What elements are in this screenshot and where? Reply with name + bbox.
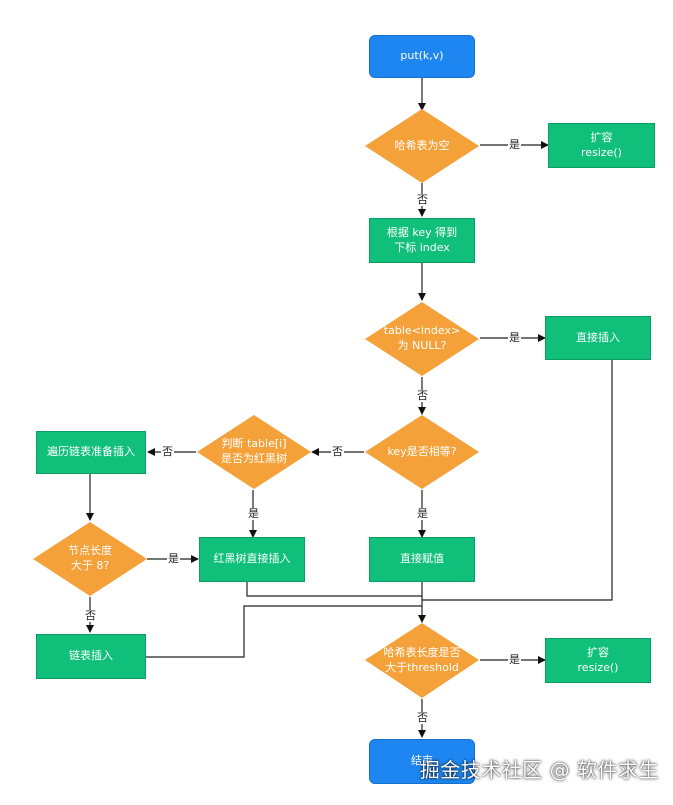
list-insert-node: 链表插入 [36, 634, 146, 679]
node-length-decision: 节点长度 大于 8? [32, 521, 148, 597]
key-same-decision: key是否相等? [364, 414, 480, 490]
start-node: put(k,v) [369, 35, 475, 78]
label-yes-isrbtree: 是 [247, 507, 260, 520]
label-no-keysame: 否 [331, 445, 344, 458]
get-index-node: 根据 key 得到 下标 index [369, 218, 475, 263]
label-yes-directinsert: 是 [508, 331, 521, 344]
edge-rbinsert-to-threshold [246, 582, 422, 597]
label-yes-nodelen: 是 [167, 552, 180, 565]
key-same-label: key是否相等? [387, 444, 457, 458]
rbtree-insert-label: 红黑树直接插入 [213, 552, 291, 566]
resize-node-1: 扩容 resize() [548, 123, 655, 168]
watermark-text: 掘金技术社区 @ 软件求生 [419, 758, 659, 782]
threshold-label: 哈希表长度是否 大于threshold [383, 645, 461, 674]
label-no-isrbtree: 否 [161, 445, 174, 458]
get-index-label: 根据 key 得到 下标 index [386, 225, 458, 254]
resize-1-label: 扩容 resize() [581, 130, 622, 159]
resize-node-2: 扩容 resize() [545, 638, 651, 683]
label-yes-threshold: 是 [508, 653, 521, 666]
edge-listinsert-to-threshold [146, 605, 422, 658]
direct-insert-label: 直接插入 [576, 330, 620, 344]
end-node-label: 结束 [411, 754, 433, 768]
label-no-tablenull: 否 [416, 389, 429, 402]
is-rbtree-decision: 判断 table[i] 是否为红黑树 [196, 414, 312, 490]
is-rbtree-label: 判断 table[i] 是否为红黑树 [221, 437, 287, 465]
table-null-decision: table<index> 为 NULL? [364, 301, 480, 377]
direct-assign-node: 直接赋值 [369, 537, 475, 582]
label-no-hashempty: 否 [416, 193, 429, 206]
node-length-label: 节点长度 大于 8? [68, 544, 112, 572]
direct-insert-node: 直接插入 [545, 316, 651, 360]
traverse-list-node: 遍历链表准备插入 [36, 431, 146, 474]
rbtree-insert-node: 红黑树直接插入 [199, 537, 305, 582]
direct-assign-label: 直接赋值 [400, 552, 444, 566]
label-yes-keysame: 是 [416, 507, 429, 520]
hash-empty-label: 哈希表为空 [394, 138, 450, 152]
label-no-nodelen: 否 [84, 609, 97, 622]
start-node-label: put(k,v) [400, 49, 444, 63]
table-null-label: table<index> 为 NULL? [383, 324, 461, 352]
resize-2-label: 扩容 resize() [577, 645, 619, 674]
list-insert-label: 链表插入 [69, 649, 113, 663]
traverse-list-label: 遍历链表准备插入 [47, 445, 135, 459]
threshold-decision: 哈希表长度是否 大于threshold [364, 622, 480, 699]
edge-directinsert-to-threshold [422, 360, 613, 601]
label-no-threshold: 否 [416, 711, 429, 724]
end-node: 结束 [369, 739, 475, 784]
hash-empty-decision: 哈希表为空 [364, 108, 480, 184]
label-yes-resize: 是 [508, 138, 521, 151]
